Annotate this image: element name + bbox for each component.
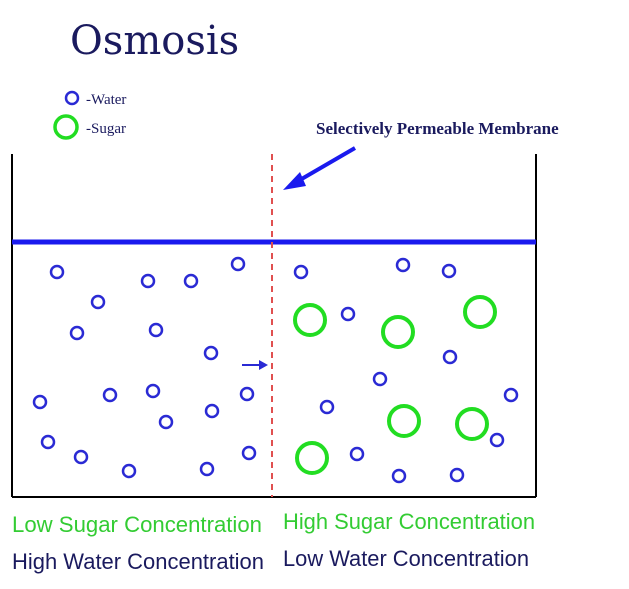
water-molecule — [340, 306, 356, 322]
left-water-concentration-label: High Water Concentration — [12, 549, 264, 574]
left-water-molecules — [32, 256, 257, 479]
water-molecule — [32, 394, 48, 410]
water-molecule — [203, 345, 219, 361]
water-molecule — [319, 399, 335, 415]
water-molecule — [40, 434, 56, 450]
water-molecule — [239, 386, 255, 402]
water-molecule — [121, 463, 137, 479]
water-molecule — [148, 322, 164, 338]
water-molecule — [395, 257, 411, 273]
legend-water-icon — [64, 90, 80, 106]
sugar-molecule — [455, 407, 489, 441]
water-molecule — [372, 371, 388, 387]
container — [11, 154, 537, 498]
legend-water-label: -Water — [86, 92, 126, 108]
water-molecule — [145, 383, 161, 399]
sugar-molecule — [463, 295, 497, 329]
water-molecule — [391, 468, 407, 484]
water-molecule — [449, 467, 465, 483]
sugar-molecule — [381, 315, 415, 349]
water-molecule — [49, 264, 65, 280]
water-molecule — [441, 263, 457, 279]
membrane-label: Selectively Permeable Membrane — [316, 119, 559, 138]
membrane-pointer-arrow — [283, 146, 357, 190]
water-molecule — [102, 387, 118, 403]
water-flow-arrow — [242, 360, 268, 370]
water-molecule — [241, 445, 257, 461]
water-molecule — [489, 432, 505, 448]
water-molecule — [503, 387, 519, 403]
water-molecule — [140, 273, 156, 289]
diagram-title: Osmosis — [70, 18, 239, 64]
sugar-molecule — [293, 303, 327, 337]
water-molecule — [230, 256, 246, 272]
right-sugar-concentration-label: High Sugar Concentration — [283, 509, 535, 534]
legend: -Water -Sugar — [53, 90, 126, 140]
water-molecule — [442, 349, 458, 365]
right-sugar-molecules — [293, 295, 497, 475]
legend-sugar-label: -Sugar — [86, 121, 126, 137]
right-water-concentration-label: Low Water Concentration — [283, 546, 529, 571]
sugar-molecule — [387, 404, 421, 438]
water-molecule — [90, 294, 106, 310]
water-molecule — [73, 449, 89, 465]
legend-sugar-icon — [53, 114, 79, 140]
water-molecule — [199, 461, 215, 477]
water-molecule — [349, 446, 365, 462]
right-water-molecules — [293, 257, 519, 484]
left-sugar-concentration-label: Low Sugar Concentration — [12, 512, 262, 537]
water-molecule — [183, 273, 199, 289]
water-molecule — [293, 264, 309, 280]
water-molecule — [204, 403, 220, 419]
water-molecule — [158, 414, 174, 430]
sugar-molecule — [295, 441, 329, 475]
water-molecule — [69, 325, 85, 341]
